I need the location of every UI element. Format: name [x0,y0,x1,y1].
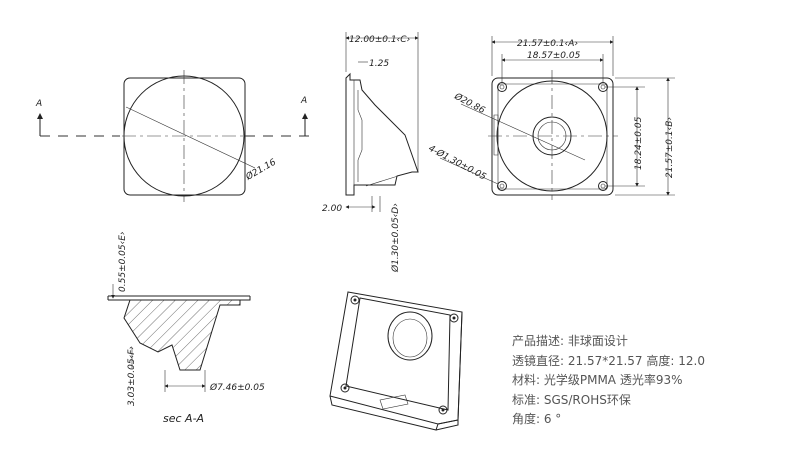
front-view: A A Ø21.16 [35,70,310,202]
top-holes-label: 4-Ø1.30±0.05 [427,143,489,183]
isometric-view [329,291,463,431]
description-line-standard: 标准: SGS/ROHS环保 [512,392,631,407]
front-diameter-leader [125,106,256,169]
section-marker-left: A [35,99,42,109]
top-height-outer-label: 21.57±0.1‹B› [665,117,675,178]
description-line-material: 材料: 光学级PMMA 透光率93% [512,373,683,387]
iso-bore-inner [392,318,428,358]
section-view: Ø7.46±0.05 0.55±0.05‹E› 3.03±0.05‹F› sec… [107,231,265,425]
side-flange-label: 1.25 [369,59,389,69]
description-line-diameter: 透镜直径: 21.57*21.57 高度: 12.0 [512,353,705,368]
iso-mount-boss-2 [449,313,459,323]
section-bore-label: Ø7.46±0.05 [209,382,265,393]
iso-mount-boss-4 [438,405,448,415]
section-bottom-thickness-label: 3.03±0.05‹F› [127,346,137,406]
top-side-tab [493,114,499,156]
top-body-outline [491,77,614,196]
product-description: 产品描述: 非球面设计 透镜直径: 21.57*21.57 高度: 12.0 材… [512,332,705,430]
iso-mount-boss-1 [350,295,360,305]
iso-mount-boss-3 [340,383,350,393]
description-line-angle: 角度: 6 ° [512,412,562,426]
iso-bore-outer [387,311,433,361]
side-height-label: 12.00±0.1‹C› [349,35,411,45]
front-diameter-label: Ø21.16 [243,157,278,184]
section-marker-right: A [300,96,307,106]
side-view: 12.00±0.1‹C› 1.25 2.00 Ø1.30±0.05‹D› [322,32,419,273]
section-title: sec A-A [163,412,204,425]
top-height-inner-label: 18.24±0.05 [634,116,644,170]
mount-hole-1 [497,82,507,92]
mount-hole-3 [497,181,507,191]
top-diameter-label: Ø20.86 [452,90,487,116]
section-top-thickness-label: 0.55±0.05‹E› [118,231,128,292]
top-width-inner-label: 18.57±0.05 [527,51,581,61]
description-line-product: 产品描述: 非球面设计 [512,334,628,348]
top-diameter-leader [460,103,586,161]
section-hatched-body [123,299,241,371]
iso-top-face [329,291,463,425]
top-view: 21.57±0.1‹A› 18.57±0.05 Ø20.86 4-Ø1.30±0… [427,36,675,200]
side-pin-label: Ø1.30±0.05‹D› [390,203,401,273]
side-base-label: 2.00 [322,204,342,214]
iso-edge-tab [379,394,409,410]
iso-side-face [329,395,439,431]
side-profile [345,72,419,196]
top-width-outer-label: 21.57±0.1‹A› [517,39,578,49]
